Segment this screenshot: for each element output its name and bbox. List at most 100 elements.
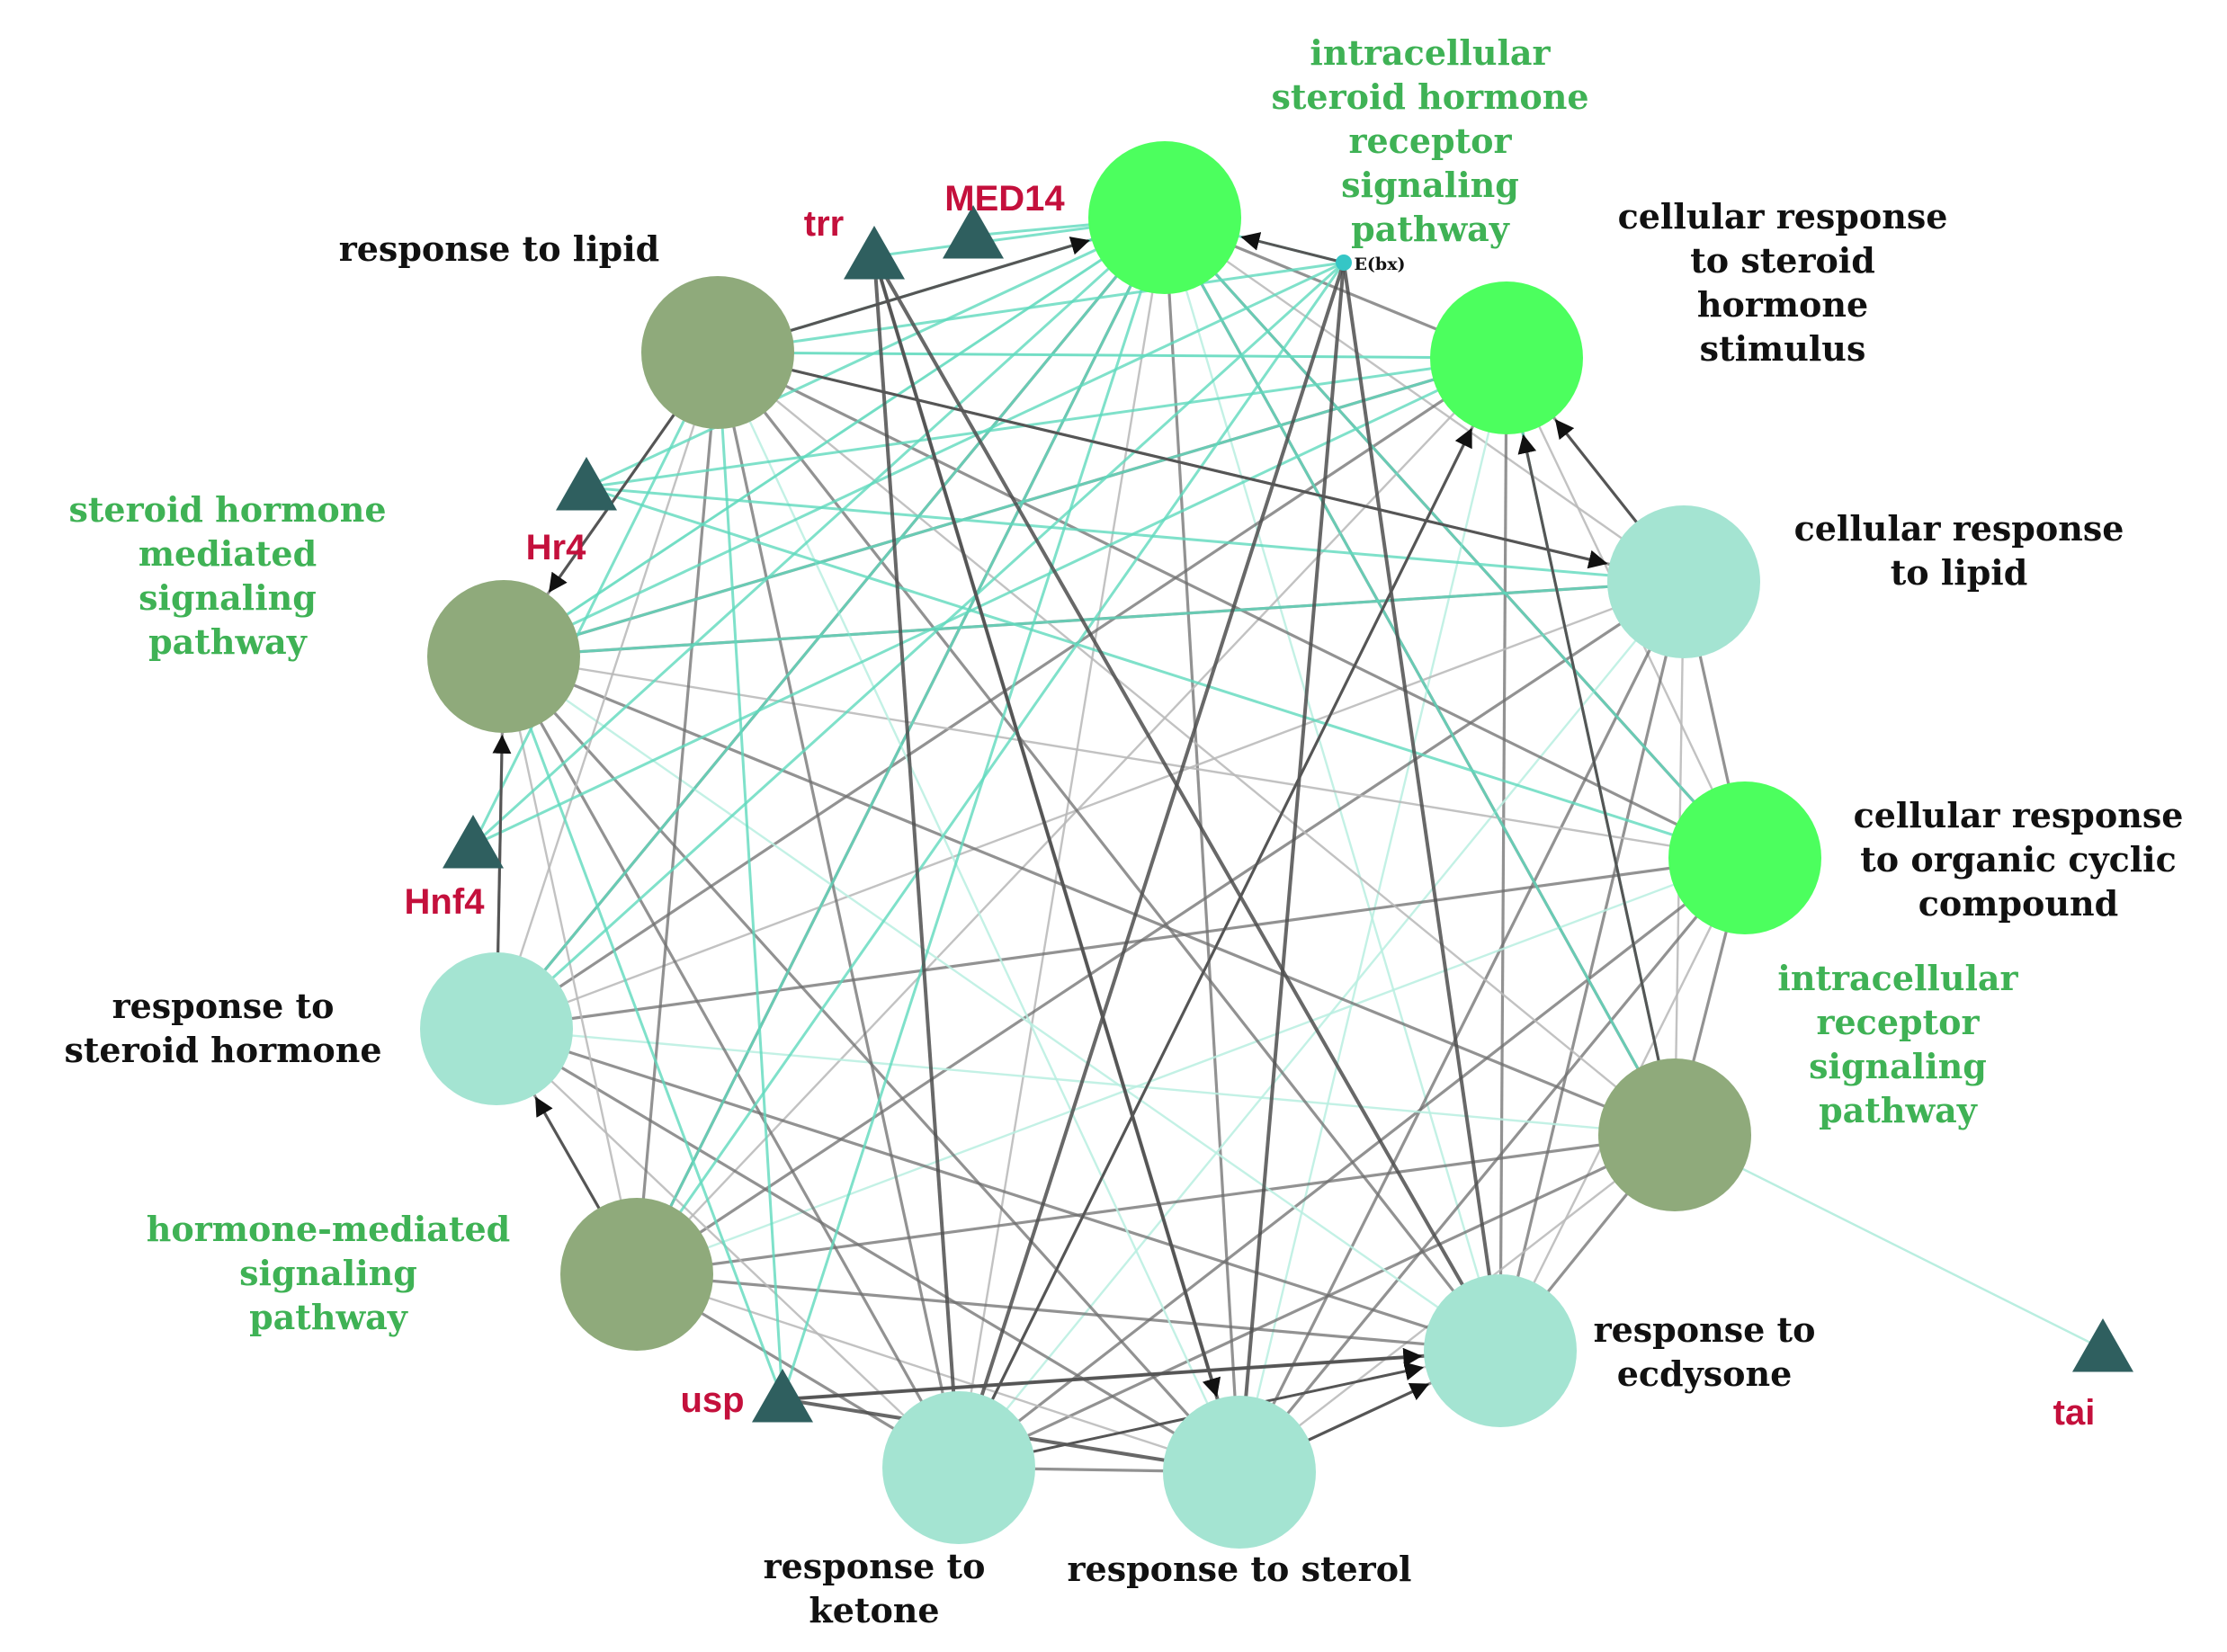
edge-t9-t11 xyxy=(502,656,639,1275)
response-to-ketone-node[interactable] xyxy=(882,1391,1035,1544)
edge-t11-t1 xyxy=(503,216,1166,658)
gene-usp-label: usp xyxy=(680,1380,744,1420)
response-to-sterol-node[interactable] xyxy=(1163,1396,1316,1549)
arrow-edge-g_ebx-t1 xyxy=(1240,232,1345,264)
gene-tai-label: tai xyxy=(2053,1393,2096,1433)
edge-g_usp-t11 xyxy=(502,656,784,1400)
response-to-ecdysone-node[interactable] xyxy=(1424,1274,1577,1427)
label-line: steroid hormone xyxy=(64,1030,381,1070)
steroid-hormone-mediated-signaling-pathway-node[interactable] xyxy=(427,580,580,733)
edge-t5-t9 xyxy=(636,1133,1676,1276)
label-line: steroid hormone xyxy=(68,489,386,530)
label-line: compound xyxy=(1918,883,2118,924)
response-to-lipid-node[interactable] xyxy=(641,276,794,429)
edge-t9-t1 xyxy=(635,217,1167,1275)
hormone-mediated-signaling-pathway-node[interactable] xyxy=(560,1198,713,1351)
edge-t11-t3 xyxy=(503,580,1685,658)
gene-med14-label: MED14 xyxy=(944,179,1065,219)
edge-t10-t1 xyxy=(495,217,1167,1030)
label-line: pathway xyxy=(249,1297,408,1337)
edge-t2-t7 xyxy=(1238,357,1508,1473)
gene-hnf4-label: Hnf4 xyxy=(405,882,486,922)
label-line: signaling xyxy=(1809,1046,1987,1086)
edge-t6-t11 xyxy=(503,656,1501,1352)
label-line: signaling xyxy=(139,577,317,618)
label-line: to organic cyclic xyxy=(1860,839,2176,880)
edge-t4-t7 xyxy=(1238,856,1747,1474)
gene-usp-triangle[interactable] xyxy=(752,1369,813,1423)
edge-t3-t6 xyxy=(1498,581,1686,1352)
label-line: receptor xyxy=(1816,1002,1980,1042)
cellular-response-to-organic-cyclic-compound-node[interactable] xyxy=(1668,781,1821,934)
edge-t2-t6 xyxy=(1498,357,1508,1352)
intracellular-steroid-hormone-receptor-signaling-node[interactable] xyxy=(1088,141,1241,294)
edge-t1-t6 xyxy=(1163,217,1502,1352)
edge-g_hnf4-t2 xyxy=(472,356,1507,847)
label-line: pathway xyxy=(1351,209,1510,249)
cellular-response-to-lipid-node[interactable] xyxy=(1607,505,1760,658)
gene-e-bx-dot[interactable] xyxy=(1336,254,1352,271)
gene-trr-triangle[interactable] xyxy=(844,226,905,280)
edge-t6-t12 xyxy=(716,352,1502,1352)
edge-t2-t10 xyxy=(496,356,1507,1031)
gene-hr4-label: Hr4 xyxy=(526,528,586,567)
label-line: signaling xyxy=(1341,165,1519,205)
edge-g_hnf4-t12 xyxy=(471,352,720,846)
label-line: intracellular xyxy=(1777,958,2018,998)
arrow-edge-g_trr-t7 xyxy=(872,255,1221,1398)
gene-med14-triangle[interactable] xyxy=(943,205,1004,259)
arrow-edge-g_usp-t6 xyxy=(782,1347,1423,1401)
response-to-sterol-label: response to sterol xyxy=(1068,1549,1412,1589)
gene-tai-triangle[interactable] xyxy=(2072,1318,2133,1372)
label-line: ketone xyxy=(809,1590,939,1630)
edge-g_hr4-t3 xyxy=(586,486,1685,584)
edge-t6-t9 xyxy=(636,1272,1501,1353)
response-to-lipid-label: response to lipid xyxy=(339,228,660,269)
label-line: response to xyxy=(112,986,335,1026)
label-line: signaling xyxy=(239,1253,417,1293)
intracellular-receptor-signaling-pathway-node[interactable] xyxy=(1598,1058,1751,1211)
edge-t3-t9 xyxy=(636,580,1685,1276)
edge-g_ebx-t10 xyxy=(495,261,1346,1031)
edge-g_ebx-t8 xyxy=(957,262,1346,1469)
edge-g_usp-t1 xyxy=(781,217,1167,1400)
edge-t8-t10 xyxy=(496,1028,960,1469)
cellular-response-to-steroid-hormone-stimulus-node[interactable] xyxy=(1430,281,1583,434)
edge-t4-t11 xyxy=(503,655,1746,860)
label-line: cellular response xyxy=(1618,196,1948,237)
label-line: to steroid xyxy=(1690,240,1875,281)
edge-t4-t1 xyxy=(1163,216,1747,860)
edge-t10-t12 xyxy=(495,352,720,1030)
edge-t3-t8 xyxy=(958,581,1685,1469)
gene-hr4-triangle[interactable] xyxy=(556,457,617,511)
edge-g_ebx-t7 xyxy=(1238,262,1346,1473)
label-line: cellular response xyxy=(1854,795,2184,835)
label-line: mediated xyxy=(139,533,317,574)
response-to-steroid-hormone-node[interactable] xyxy=(420,952,573,1105)
edge-t12-t2 xyxy=(717,351,1507,360)
label-line: response to xyxy=(1594,1309,1816,1350)
label-line: ecdysone xyxy=(1617,1353,1793,1394)
edge-t7-t10 xyxy=(496,1027,1240,1474)
label-line: response to sterol xyxy=(1068,1549,1412,1589)
label-line: response to xyxy=(764,1546,986,1586)
edge-g_hnf4-t1 xyxy=(471,216,1167,847)
edge-t7-t12 xyxy=(716,352,1241,1473)
nodes-layer xyxy=(420,141,2133,1549)
gene-hnf4-triangle[interactable] xyxy=(443,815,504,869)
gene-e-bx-label: E(bx) xyxy=(1354,254,1405,274)
edge-g_hr4-t2 xyxy=(586,356,1507,489)
edge-t5-t10 xyxy=(496,1027,1676,1137)
label-line: response to lipid xyxy=(339,228,660,269)
edge-t3-t10 xyxy=(496,580,1685,1031)
label-line: stimulus xyxy=(1700,328,1866,369)
